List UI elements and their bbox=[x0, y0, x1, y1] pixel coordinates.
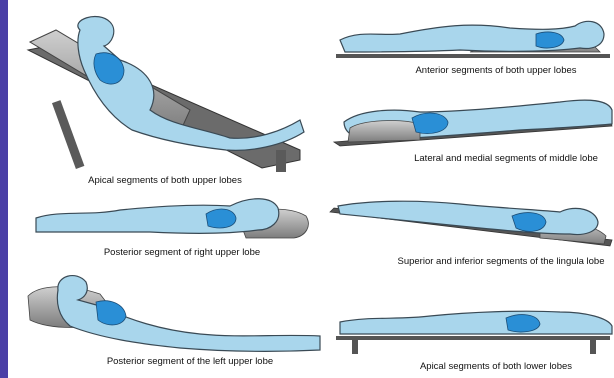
figure-anterior-upper-lobes bbox=[336, 21, 610, 58]
figure-apical-upper-lobes bbox=[28, 17, 304, 172]
caption-middle-lobe: Lateral and medial segments of middle lo… bbox=[404, 154, 608, 165]
caption-posterior-left-upper-lobe: Posterior segment of the left upper lobe bbox=[70, 357, 310, 368]
caption-lingula-lobe: Superior and inferior segments of the li… bbox=[394, 257, 608, 268]
figure-posterior-right-upper-lobe bbox=[36, 199, 308, 238]
caption-apical-upper-lobes: Apical segments of both upper lobes bbox=[60, 176, 270, 187]
figure-lingula-lobe bbox=[330, 201, 612, 246]
figure-apical-lower-lobes bbox=[336, 311, 612, 354]
caption-posterior-right-upper-lobe: Posterior segment of right upper lobe bbox=[72, 248, 292, 259]
figure-posterior-left-upper-lobe bbox=[28, 276, 320, 352]
caption-apical-lower-lobes: Apical segments of both lower lobes bbox=[382, 362, 610, 373]
figure-middle-lobe bbox=[334, 100, 612, 146]
caption-anterior-upper-lobes: Anterior segments of both upper lobes bbox=[380, 66, 612, 77]
